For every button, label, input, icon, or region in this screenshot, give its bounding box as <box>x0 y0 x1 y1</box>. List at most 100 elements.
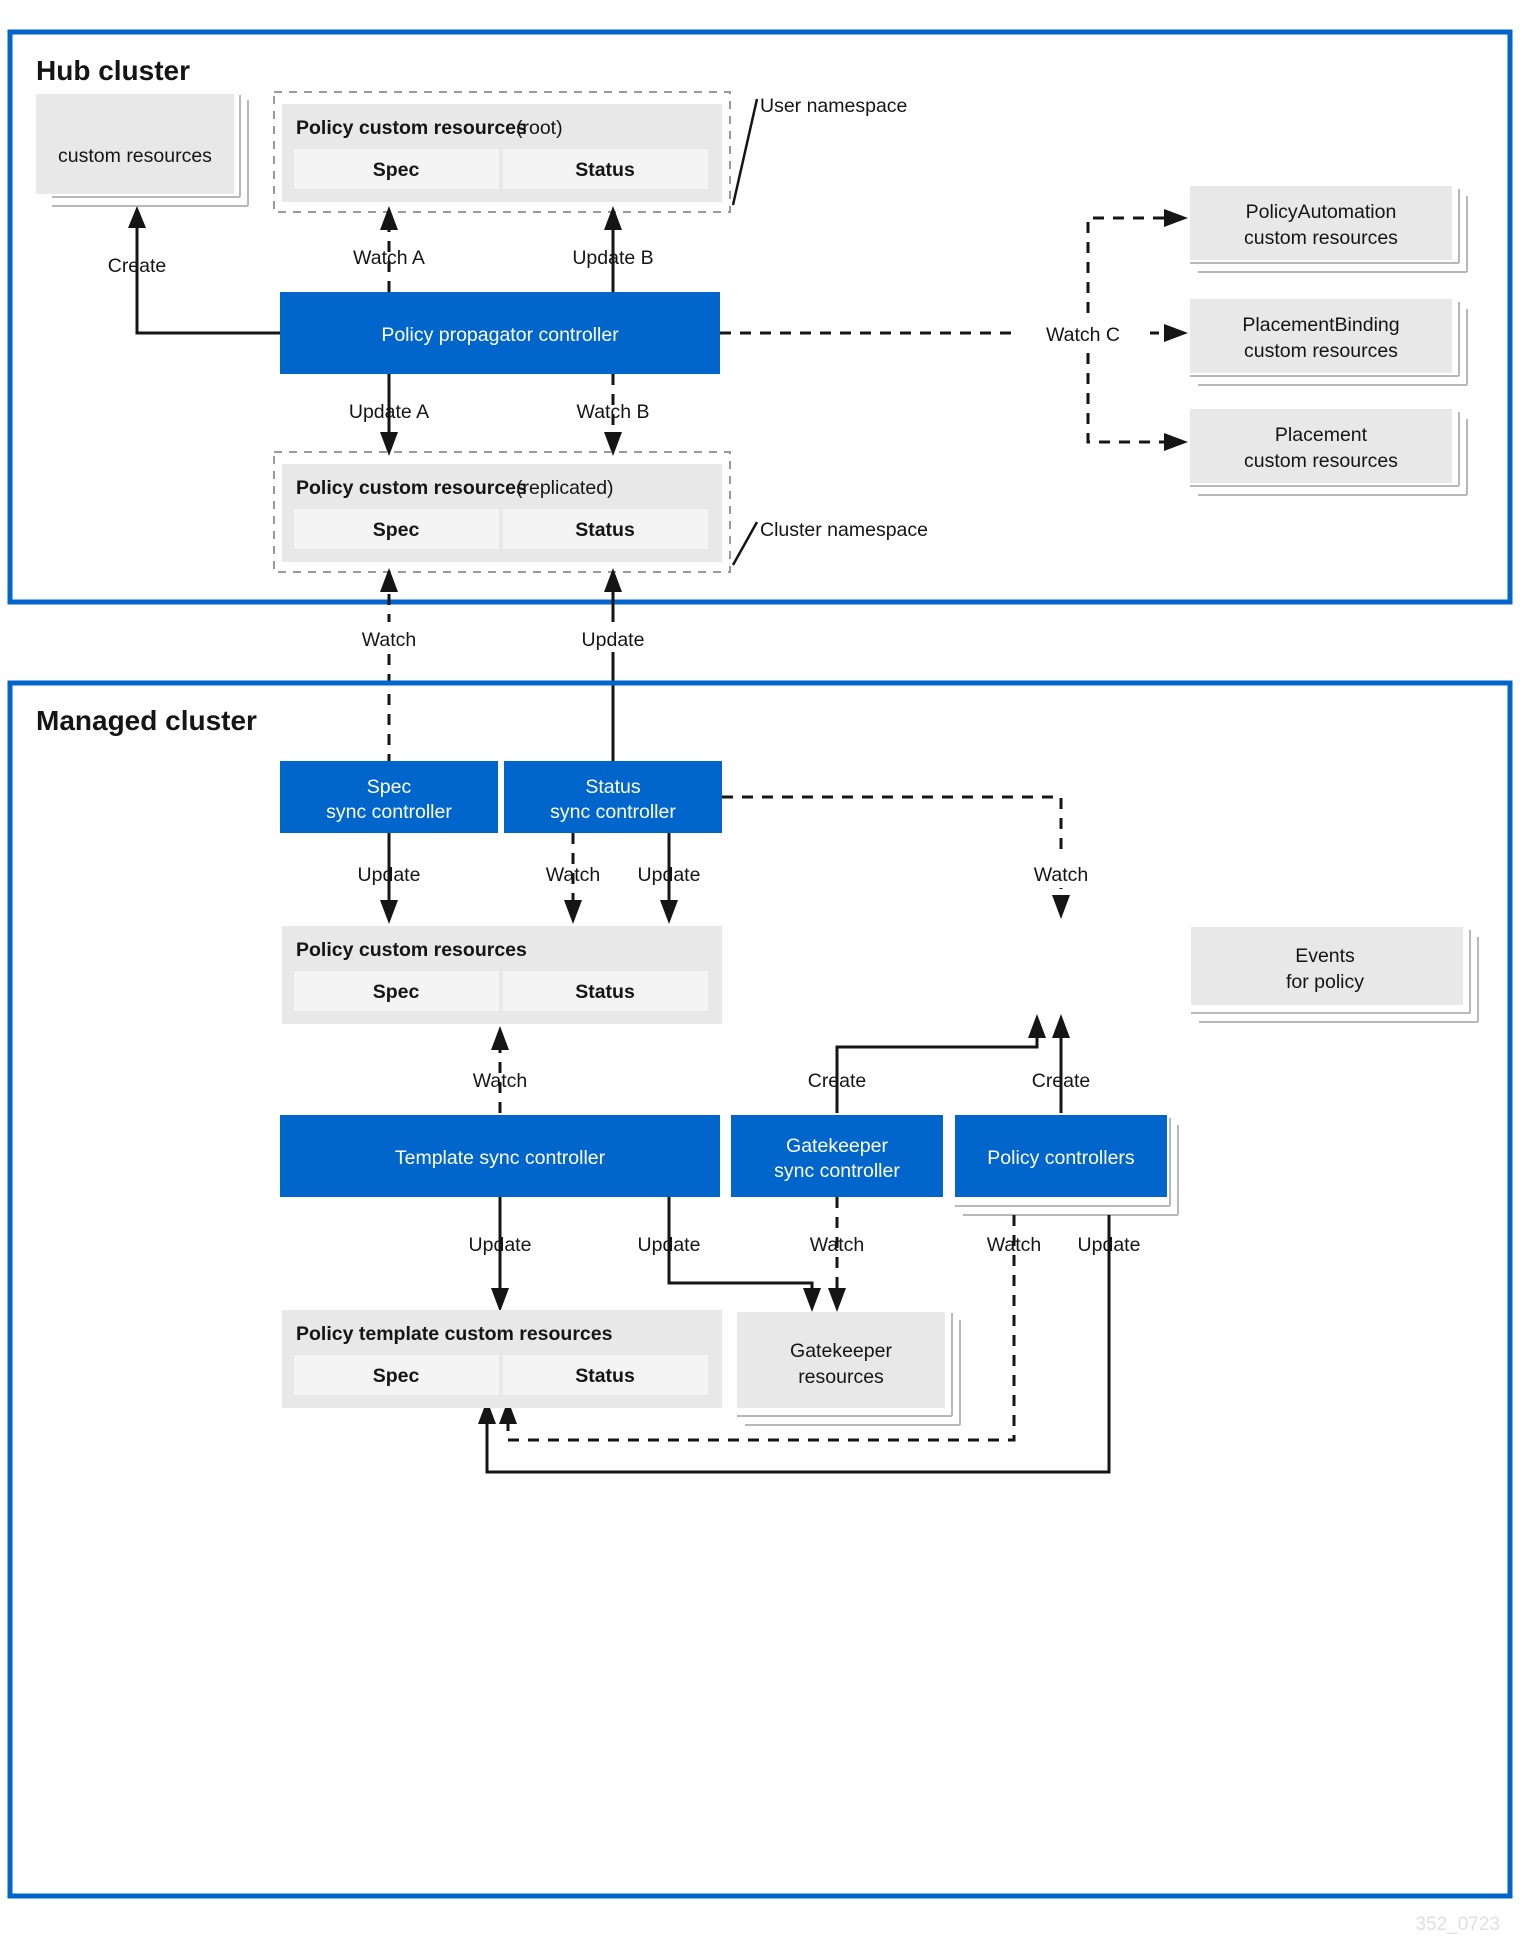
gatekeeper-sync-controller-box[interactable] <box>731 1115 943 1197</box>
arrowhead-policy-controllers-watch <box>499 1400 517 1424</box>
policy-replicated-status-box <box>503 509 708 549</box>
edge-bridge-watch-label: Watch <box>362 629 417 651</box>
policyautomation-custom-resources-stack: PolicyAutomation custom resources <box>1190 186 1468 273</box>
arrowhead-watch-c-placementbinding <box>1164 324 1188 342</box>
template-sync-controller-box[interactable] <box>280 1115 720 1197</box>
gatekeeper-resources-box <box>737 1312 945 1408</box>
policy-template-resources-status-box <box>503 1355 708 1395</box>
hub-custom-resources-box <box>36 94 234 194</box>
arrowhead-status-sync-watch <box>564 900 582 924</box>
policy-replicated-spec-label: Spec <box>373 519 420 541</box>
gatekeeper-sync-controller-label-line2: sync controller <box>774 1160 900 1182</box>
edge-watch-c-label-bg <box>1020 318 1150 348</box>
edge-update-b-label: Update B <box>572 247 653 269</box>
edge-policy-controllers-create-label: Create <box>1032 1070 1091 1092</box>
user-namespace-leader <box>731 98 759 206</box>
policy-template-custom-resources: Policy template custom resources Spec St… <box>282 1310 722 1408</box>
spec-sync-controller-label-line1: Spec <box>367 776 412 798</box>
managed-policy-resources-spec-box <box>294 971 499 1011</box>
edge-create-hub: Create <box>108 206 280 335</box>
arrowhead-policy-controllers-create-events <box>1052 1014 1070 1038</box>
managed-policy-resources-title: Policy custom resources <box>296 939 527 961</box>
status-sync-controller-label-line2: sync controller <box>550 801 676 823</box>
managed-policy-resources-spec-label: Spec <box>373 981 420 1003</box>
arrowhead-create-hub <box>128 206 146 228</box>
managed-cluster-frame <box>7 680 1513 1899</box>
cluster-namespace-label: Cluster namespace <box>760 519 928 541</box>
spec-sync-controller-box[interactable] <box>280 761 498 833</box>
edge-policy-controllers-update-label: Update <box>1078 1234 1141 1256</box>
spec-sync-controller-label-line2: sync controller <box>326 801 452 823</box>
policyautomation-label-line2: custom resources <box>1244 227 1398 249</box>
edge-gatekeeper-watch-label: Watch <box>810 1234 865 1256</box>
gatekeeper-resources-label-line1: Gatekeeper <box>790 1340 892 1362</box>
edge-gatekeeper-create-label: Create <box>808 1070 867 1092</box>
policy-replicated-spec-box <box>294 509 499 549</box>
policyautomation-label-line1: PolicyAutomation <box>1246 201 1397 223</box>
edge-watch-a-label: Watch A <box>353 247 425 269</box>
arrowhead-template-update-right <box>803 1288 821 1312</box>
events-for-policy-label-line2: for policy <box>1286 971 1364 993</box>
cluster-namespace-leader <box>731 521 759 566</box>
edge-bridge-update-label: Update <box>582 629 645 651</box>
edge-status-sync-update: Update <box>638 833 701 924</box>
policy-root-title: Policy custom resources <box>296 117 527 139</box>
policyautomation-box <box>1190 186 1452 260</box>
edge-policy-controllers-update: Update <box>478 1215 1141 1474</box>
gatekeeper-sync-controller-label-line1: Gatekeeper <box>786 1135 888 1157</box>
arrowhead-update-b <box>604 206 622 230</box>
arrowhead-watch-b <box>604 432 622 456</box>
placement-custom-resources-stack: Placement custom resources <box>1190 409 1468 496</box>
placementbinding-label-line1: PlacementBinding <box>1242 314 1399 336</box>
placement-label-line2: custom resources <box>1244 450 1398 472</box>
policy-custom-resources-replicated: Policy custom resources (replicated) Spe… <box>282 464 722 562</box>
policy-root-spec-box <box>294 149 499 189</box>
arrowhead-watch-c-automation <box>1164 209 1188 227</box>
policy-root-status-box <box>503 149 708 189</box>
edge-update-b: Update B <box>572 206 654 292</box>
edge-template-update-right: Update <box>638 1197 821 1312</box>
hub-cluster-frame <box>7 29 1513 605</box>
arrowhead-bridge-watch <box>380 568 398 592</box>
edge-status-sync-update-label: Update <box>638 864 701 886</box>
arrowhead-template-sync-watch <box>491 1026 509 1050</box>
edge-update-a-label: Update A <box>349 401 429 423</box>
policy-replicated-title-suffix: (replicated) <box>516 477 614 499</box>
edge-status-sync-events-watch: Watch <box>722 795 1110 919</box>
placement-box <box>1190 409 1452 483</box>
policy-controllers-box[interactable] <box>955 1115 1167 1197</box>
edge-bridge-watch-label-bg <box>340 622 440 652</box>
user-namespace-label: User namespace <box>760 95 907 117</box>
managed-policy-resources-status-label: Status <box>575 981 635 1003</box>
edge-policy-controllers-watch: Watch <box>499 1215 1041 1442</box>
policy-root-title-suffix: (root) <box>516 117 563 139</box>
edge-create-hub-label: Create <box>108 255 167 277</box>
policy-custom-resources-root: Policy custom resources (root) Spec Stat… <box>282 104 722 202</box>
edge-update-a: Update A <box>349 374 429 456</box>
edge-events-watch-label-bg <box>1015 858 1110 888</box>
edge-policy-controllers-create-events: Create <box>1032 1014 1091 1113</box>
policy-controllers-stack: Policy controllers <box>955 1115 1179 1216</box>
edge-template-sync-watch-label: Watch <box>473 1070 528 1092</box>
policy-controllers-label: Policy controllers <box>987 1147 1135 1169</box>
user-namespace-boundary <box>273 91 731 213</box>
edge-gatekeeper-watch: Watch <box>810 1197 865 1312</box>
hub-custom-resources-stack: custom resources <box>36 94 249 207</box>
edge-watch-b: Watch B <box>577 374 649 456</box>
edge-bridge-update-label-bg <box>560 622 670 652</box>
edge-template-update-left-label: Update <box>469 1234 532 1256</box>
arrowhead-bridge-update <box>604 568 622 592</box>
arrowhead-status-sync-update <box>660 900 678 924</box>
edge-bridge-watch: Watch <box>340 568 440 765</box>
placementbinding-box <box>1190 299 1452 373</box>
policy-propagator-controller-box[interactable] <box>280 292 720 374</box>
edge-watch-a: Watch A <box>353 206 425 292</box>
cluster-namespace-boundary <box>273 451 731 573</box>
edge-template-update-left: Update <box>469 1197 532 1312</box>
managed-policy-custom-resources: Policy custom resources Spec Status <box>282 926 722 1024</box>
policy-template-resources-title: Policy template custom resources <box>296 1323 613 1345</box>
hub-custom-resources-label: custom resources <box>58 145 212 167</box>
template-sync-controller-label: Template sync controller <box>395 1147 606 1169</box>
status-sync-controller-box[interactable] <box>504 761 722 833</box>
